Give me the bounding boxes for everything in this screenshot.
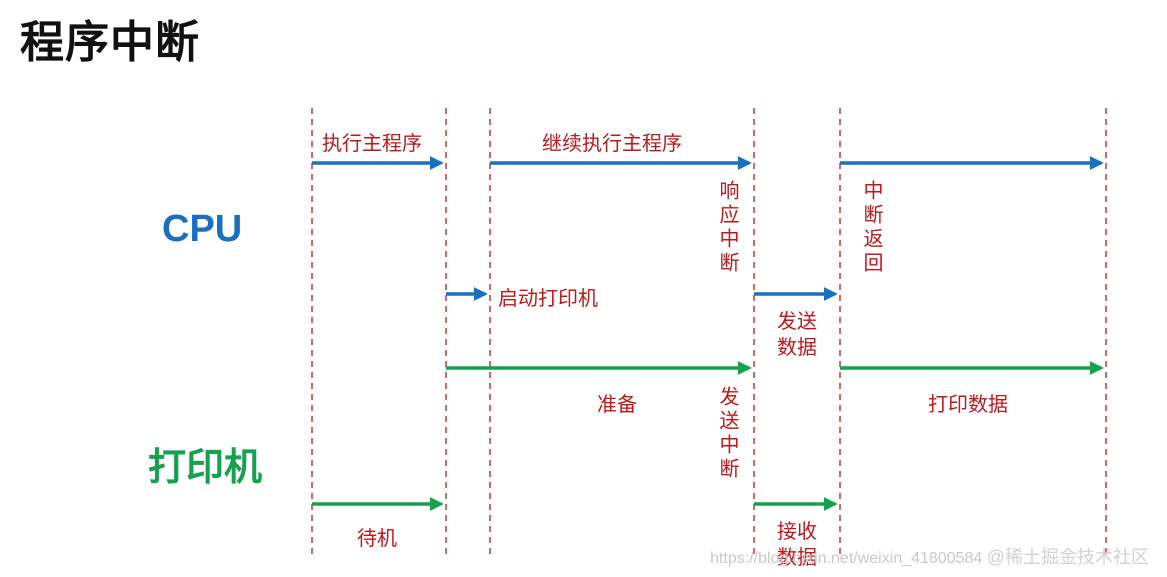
respond-interrupt-label: 响应中断 — [716, 180, 740, 276]
prepare-label: 准备 — [597, 392, 637, 416]
receive-data-label-line1: 接收 — [777, 519, 817, 543]
watermark-brand: @稀土掘金技术社区 — [986, 547, 1149, 567]
cpu-row-label: CPU — [162, 208, 243, 250]
print-data-label: 打印数据 — [928, 392, 1008, 416]
interrupt-return-label: 中断返回 — [860, 180, 884, 276]
continue-main-label: 继续执行主程序 — [542, 131, 682, 155]
start-printer-label: 启动打印机 — [498, 286, 598, 310]
time-guides — [311, 108, 1107, 555]
printer-row-label: 打印机 — [148, 445, 263, 489]
watermark: https://blog.csdn.net/weixin_41800584 @稀… — [710, 543, 1149, 569]
standby-label: 待机 — [357, 526, 397, 550]
page-title: 程序中断 — [20, 17, 200, 68]
send-interrupt-label: 发送中断 — [716, 386, 740, 482]
send-data-label-line2: 数据 — [777, 335, 817, 359]
receive-data-label-line2: 数据 — [777, 545, 817, 569]
send-data-label: 发送 数据 — [771, 308, 823, 360]
receive-data-label: 接收 数据 — [771, 518, 823, 570]
watermark-url: https://blog.csdn.net/weixin_41800584 — [710, 550, 983, 567]
exec-main-label: 执行主程序 — [322, 131, 422, 155]
send-data-label-line1: 发送 — [777, 309, 817, 333]
